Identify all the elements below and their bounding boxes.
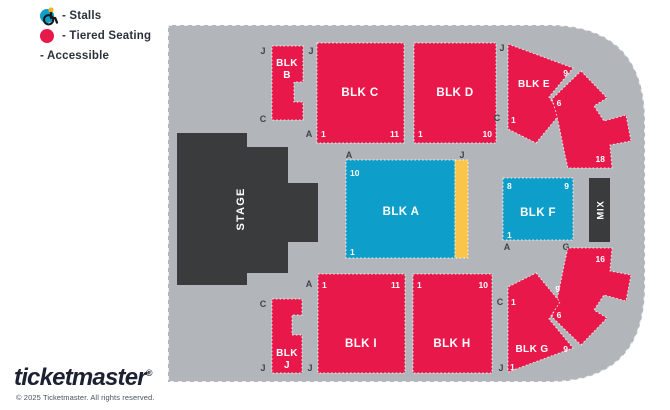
blk-c-seat-last: 11: [390, 129, 399, 139]
blk-b-title-line1: BLK: [276, 58, 298, 69]
blk-j-row-top: C: [260, 299, 267, 309]
blk-d-title: BLK D: [436, 87, 473, 99]
section-blk-b[interactable]: [271, 45, 304, 121]
blk-j-title-line1: BLK: [276, 348, 298, 359]
tiered-seating-dot-icon: [40, 28, 54, 43]
tier-upper-seat-end: 18: [596, 154, 606, 164]
blk-c-row-top: J: [308, 46, 313, 56]
legend-accessible-label: - Accessible: [40, 49, 110, 62]
blk-d-seat-last: 10: [483, 129, 493, 139]
blk-i-row-bottom: J: [307, 363, 312, 373]
mix-booth: [589, 178, 610, 242]
blk-g-seat-bottom-last: 9: [563, 344, 568, 354]
blk-f-title: BLK F: [520, 207, 556, 219]
blk-f-seat-top-right: 9: [564, 181, 569, 191]
blk-c-row-bottom: A: [306, 129, 313, 139]
blk-h-seat-first: 1: [417, 280, 422, 290]
wheelchair-accessible-icon: [42, 7, 59, 26]
blk-i-seat-last: 11: [391, 280, 400, 290]
blk-a-row-left: A: [346, 150, 353, 160]
section-blk-g[interactable]: [507, 272, 574, 373]
blk-a-aisle-strip: [454, 159, 469, 259]
section-blk-e[interactable]: [507, 43, 574, 144]
blk-f-row-left: A: [504, 242, 511, 252]
blk-g-title: BLK G: [515, 344, 548, 355]
blk-i-title: BLK I: [345, 338, 377, 350]
tier-lower-seat-end: 16: [596, 254, 606, 264]
blk-a-seat-bottom-left: 1: [350, 247, 355, 257]
blk-g-row-bottom: J: [498, 363, 503, 373]
blk-f-seat-bottom-left: 1: [507, 230, 512, 240]
registered-mark: ®: [145, 368, 153, 378]
mix-label: MIX: [596, 200, 607, 219]
blk-e-row-top: J: [499, 43, 504, 53]
blk-h-title: BLK H: [433, 338, 470, 350]
legend-stalls-label: - Stalls: [62, 9, 102, 22]
blk-i-seat-first: 1: [322, 280, 327, 290]
legend-item-tiered: - Tiered Seating: [40, 27, 151, 44]
section-tier-lower-right[interactable]: [551, 247, 632, 346]
blk-g-row-top: C: [497, 297, 504, 307]
stage-label: STAGE: [235, 187, 247, 230]
section-blk-a[interactable]: [345, 159, 456, 259]
blk-i-row-top: A: [306, 279, 313, 289]
blk-b-row-bottom: C: [260, 114, 267, 124]
blk-e-title: BLK E: [518, 79, 550, 90]
section-blk-h[interactable]: [412, 273, 493, 374]
tier-lower-seat-mid: 6: [557, 310, 562, 320]
blk-h-seat-last: 10: [479, 280, 489, 290]
blk-b-row-top: J: [260, 46, 265, 56]
legend-tiered-label: - Tiered Seating: [62, 29, 152, 42]
ticketmaster-logo: ticketmaster®: [14, 364, 152, 392]
blk-b-title-line2: B: [283, 70, 291, 81]
copyright-text: © 2025 Ticketmaster. All rights reserved…: [16, 393, 155, 402]
blk-f-seat-top-left: 8: [507, 181, 512, 191]
blk-j-title-line2: J: [284, 360, 290, 371]
section-tier-upper-right[interactable]: [551, 70, 632, 169]
tier-upper-seat-mid: 6: [557, 98, 562, 108]
legend: - Stalls - Tiered Seating - Accessible: [40, 7, 151, 64]
blk-g-seat-top-first: 1: [511, 297, 516, 307]
blk-g-seat-bottom-first: 1: [510, 362, 515, 372]
section-blk-j[interactable]: [271, 298, 303, 374]
section-blk-i[interactable]: [317, 273, 406, 374]
blk-a-seat-top-left: 10: [350, 168, 360, 178]
blk-e-row-bottom: C: [494, 113, 501, 123]
blk-c-seat-first: 1: [321, 129, 326, 139]
ticketmaster-logo-text: ticketmaster: [14, 364, 147, 391]
blk-d-seat-first: 1: [418, 129, 423, 139]
blk-f-row-right: G: [562, 242, 569, 252]
section-blk-f[interactable]: [502, 177, 574, 241]
section-blk-d[interactable]: [413, 42, 497, 144]
legend-item-accessible: - Accessible: [40, 7, 151, 64]
blk-e-seat-last: 9: [563, 68, 568, 78]
blk-a-row-right: J: [459, 150, 464, 160]
blk-j-row-bottom: J: [260, 363, 265, 373]
blk-g-seat-top-last: 9: [555, 284, 560, 294]
section-blk-c[interactable]: [316, 42, 405, 144]
blk-a-title: BLK A: [383, 206, 420, 218]
blk-e-seat-first: 1: [511, 115, 516, 125]
blk-c-title: BLK C: [341, 87, 378, 99]
stage: [177, 133, 318, 285]
